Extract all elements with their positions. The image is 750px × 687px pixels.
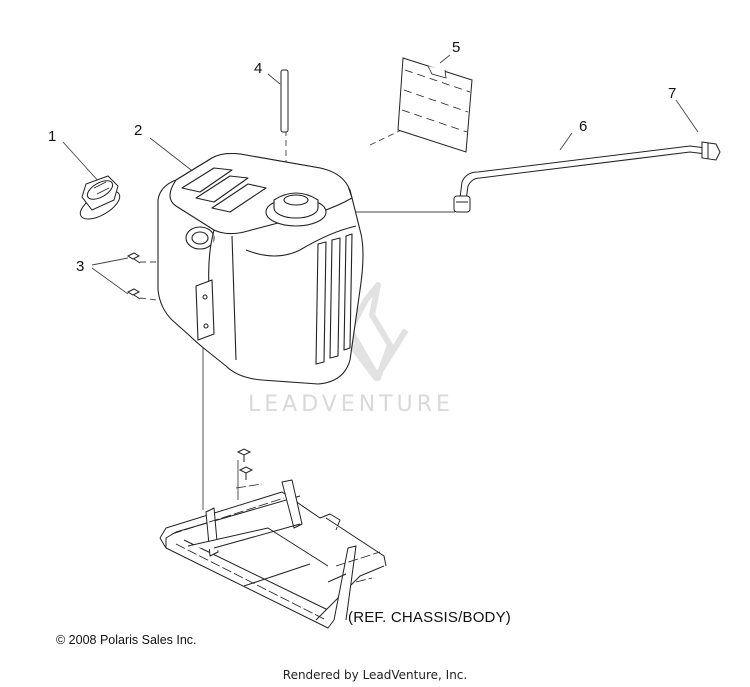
label-part-5 — [397, 57, 473, 153]
callout-5: 5 — [452, 39, 461, 56]
fuel-cap-part-1 — [79, 175, 121, 220]
chassis-bolts — [236, 448, 254, 480]
callout-3: 3 — [76, 258, 85, 275]
bolts-part-3 — [126, 252, 141, 300]
callout-7: 7 — [668, 85, 677, 102]
tube-part-4 — [280, 69, 289, 133]
callout-2: 2 — [134, 122, 143, 139]
vent-hose-part-6 — [453, 145, 707, 213]
fitting-part-7 — [701, 141, 721, 161]
copyright-text: © 2008 Polaris Sales Inc. — [56, 633, 197, 647]
chassis-frame — [159, 479, 387, 629]
callout-6: 6 — [579, 118, 588, 135]
callout-1: 1 — [48, 128, 57, 145]
watermark-text: LEADVENTURE — [248, 392, 454, 417]
fuel-tank-part-2 — [157, 152, 364, 385]
callout-4: 4 — [254, 60, 263, 77]
reference-note: (REF. CHASSIS/BODY) — [348, 609, 511, 626]
rendered-by-text: Rendered by LeadVenture, Inc. — [282, 668, 468, 682]
